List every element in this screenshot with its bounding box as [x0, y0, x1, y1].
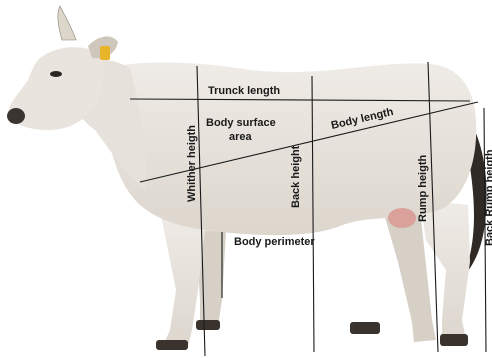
body-surface-area-label-line2: area [229, 131, 253, 143]
cow-muzzle [7, 108, 25, 124]
cow-hoof [196, 320, 220, 330]
body-surface-area-label-line1: Body surface [206, 117, 276, 129]
cow-illustration [7, 6, 487, 350]
back-height-label: Back height [290, 145, 302, 208]
cow-horn-left [58, 6, 76, 40]
cow-hoof [440, 334, 468, 346]
ear-tag-icon [100, 46, 110, 60]
cow-eye [50, 71, 62, 77]
trunck-length-label: Trunck length [208, 85, 280, 97]
cow-hoof [156, 340, 188, 350]
body-perimeter-label: Body perimeter [234, 236, 315, 248]
back-rump-height-label: Back Rump heigth [484, 149, 492, 246]
whither-height-label: Whither heigth [186, 125, 198, 202]
rump-height-label: Rump heigth [417, 155, 429, 222]
cow-hoof [350, 322, 380, 334]
cow-udder [388, 208, 416, 228]
